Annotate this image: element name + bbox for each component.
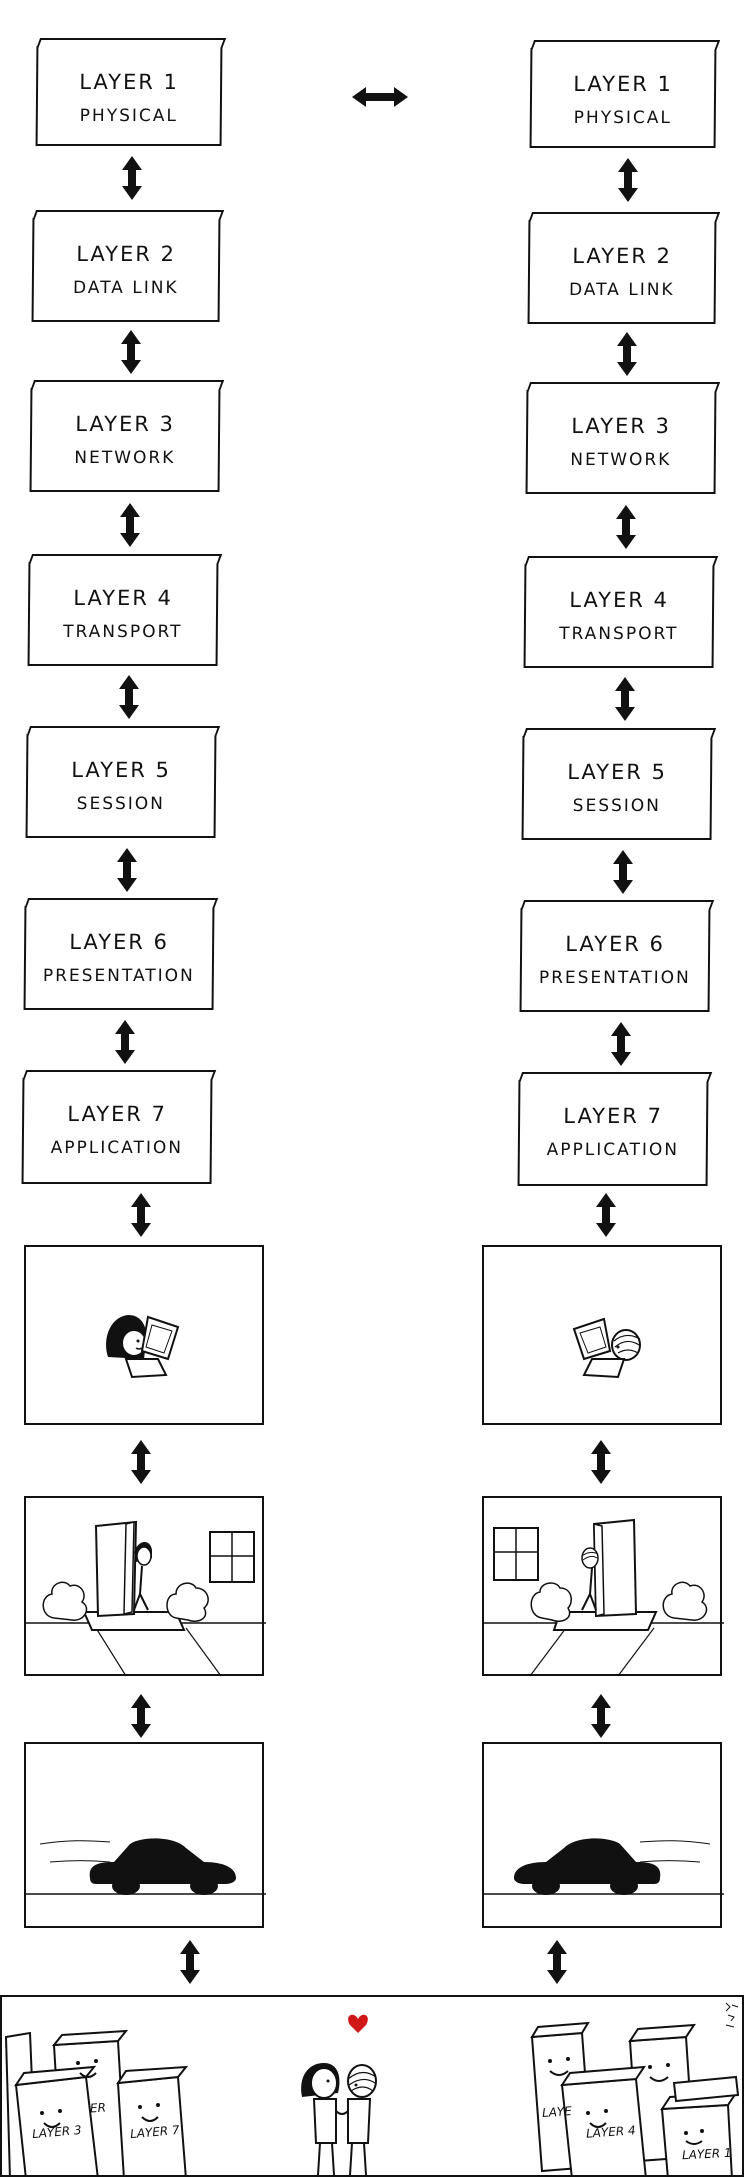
left-door-panel (24, 1496, 266, 1677)
final-meeting-panel: LAYER 3 ER LAYER 7 LAYE LAYER 4 LAYER 1 (0, 1995, 744, 2177)
boy-with-laptop-icon (572, 1317, 641, 1379)
left-car-panel (24, 1742, 266, 1928)
car-icon (484, 1838, 724, 1895)
house-door-icon (484, 1518, 724, 1677)
left-laptop-panel (24, 1245, 264, 1425)
right-door-panel (482, 1496, 724, 1677)
girl-with-laptop-icon (106, 1315, 180, 1379)
layer-crowd-illustration (4, 2002, 740, 2175)
right-laptop-panel (482, 1245, 722, 1425)
right-car-panel (482, 1742, 724, 1928)
block-label: LAYER 1 (681, 2145, 732, 2163)
car-icon (26, 1838, 266, 1895)
block-label: ER (89, 2100, 107, 2116)
block-label: LAYE (541, 2103, 573, 2121)
house-door-icon (26, 1520, 266, 1677)
